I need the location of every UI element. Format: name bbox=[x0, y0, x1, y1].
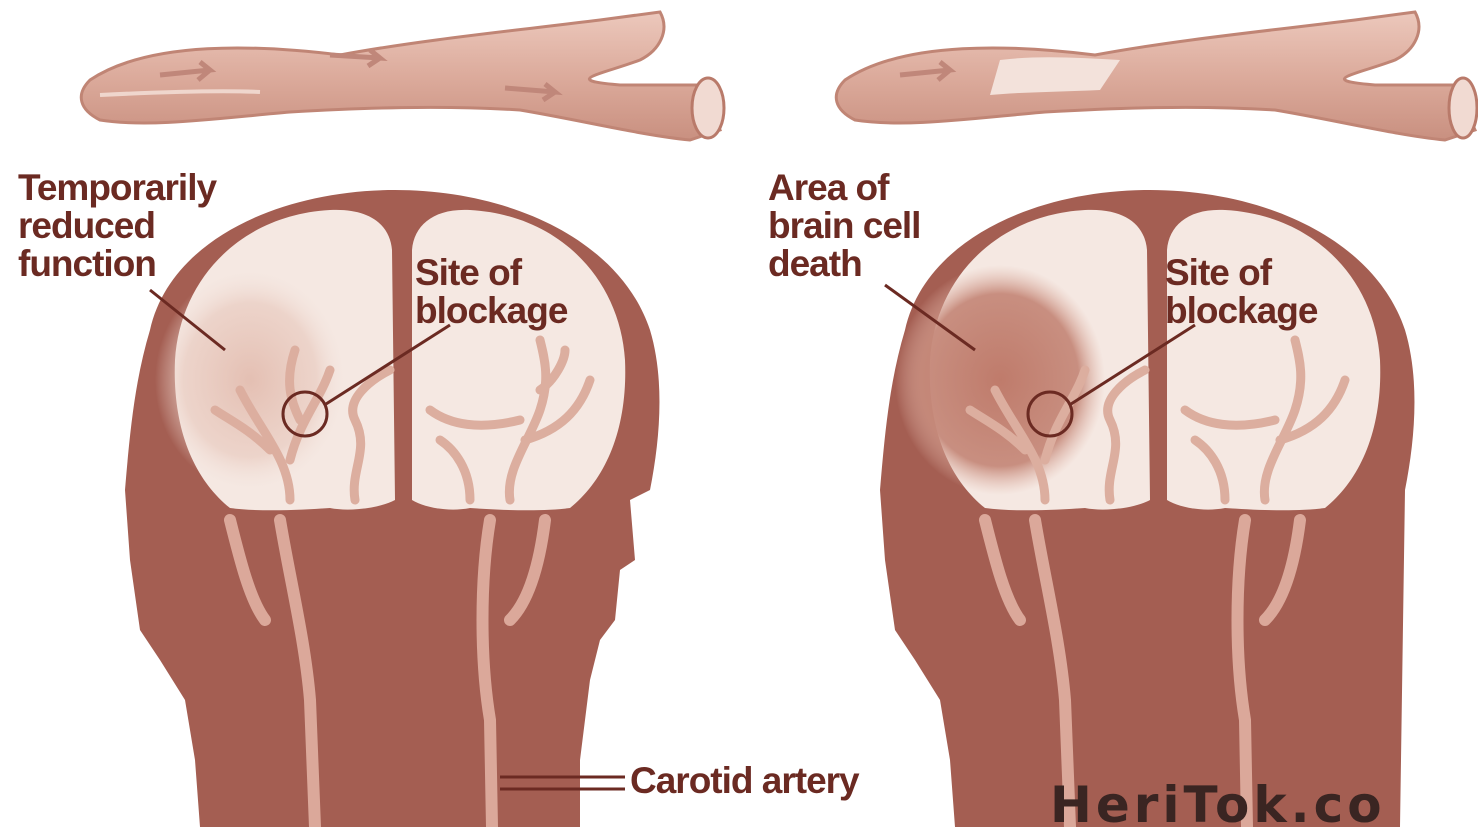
watermark-text: HeriTok.co bbox=[1050, 776, 1386, 827]
right-artery bbox=[836, 12, 1477, 140]
left-artery bbox=[81, 12, 724, 140]
right-panel: Area of brain cell death Site of blockag… bbox=[768, 12, 1477, 827]
carotid-artery-label: Carotid artery bbox=[630, 760, 860, 801]
left-lesion-area bbox=[155, 270, 345, 490]
right-area-label: Area of brain cell death bbox=[768, 167, 930, 284]
right-lesion-area bbox=[895, 265, 1105, 495]
left-panel: Temporarily reduced function Site of blo… bbox=[18, 12, 724, 827]
